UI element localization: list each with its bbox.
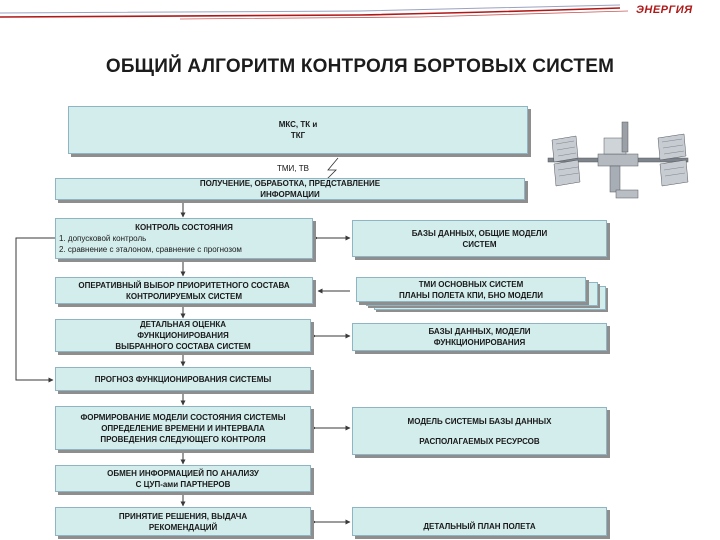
box-control-line3: 2. сравнение с эталоном, сравнение с про… (59, 245, 242, 254)
box-sys-model-line1: МОДЕЛЬ СИСТЕМЫ БАЗЫ ДАННЫХ (407, 416, 552, 426)
box-control-line2: 1. допусковой контроль (59, 234, 147, 243)
arrow-loop-forecast (15, 237, 55, 383)
box-model-line2: ОПРЕДЕЛЕНИЕ ВРЕМЕНИ И ИНТЕРВАЛА (101, 423, 265, 433)
box-model: ФОРМИРОВАНИЕ МОДЕЛИ СОСТОЯНИЯ СИСТЕМЫ ОП… (55, 406, 311, 450)
box-db-models-line1: БАЗЫ ДАННЫХ, ОБЩИЕ МОДЕЛИ (411, 228, 548, 238)
space-station-image (547, 121, 689, 199)
lightning-icon (321, 157, 339, 185)
box-detail: ДЕТАЛЬНАЯ ОЦЕНКА ФУНКЦИОНИРОВАНИЯ ВЫБРАН… (55, 319, 311, 352)
box-detail-line2: ФУНКЦИОНИРОВАНИЯ (137, 331, 229, 340)
box-model-line1: ФОРМИРОВАНИЕ МОДЕЛИ СОСТОЯНИЯ СИСТЕМЫ (80, 412, 286, 422)
box-receive: ПОЛУЧЕНИЕ, ОБРАБОТКА, ПРЕДСТАВЛЕНИЕ ИНФО… (55, 178, 525, 200)
box-db-func: БАЗЫ ДАННЫХ, МОДЕЛИ ФУНКЦИОНИРОВАНИЯ (352, 323, 607, 351)
header-swoosh (0, 4, 629, 20)
box-iss-vehicles: МКС, ТК и ТКГ (68, 106, 528, 154)
box-control: КОНТРОЛЬ СОСТОЯНИЯ 1. допусковой контрол… (55, 218, 313, 259)
box-db-func-line2: ФУНКЦИОНИРОВАНИЯ (433, 338, 526, 347)
box-iss-line1: МКС, ТК и (278, 120, 318, 129)
box-detail-line1: ДЕТАЛЬНАЯ ОЦЕНКА (139, 320, 227, 329)
box-select-line1: ОПЕРАТИВНЫЙ ВЫБОР ПРИОРИТЕТНОГО СОСТАВА (78, 280, 290, 290)
box-exchange-line2: С ЦУП-ами ПАРТНЕРОВ (135, 479, 231, 489)
box-control-line1: КОНТРОЛЬ СОСТОЯНИЯ (135, 223, 233, 232)
box-sys-model: МОДЕЛЬ СИСТЕМЫ БАЗЫ ДАННЫХ РАСПОЛАГАЕМЫХ… (352, 407, 607, 455)
page-title: ОБЩИЙ АЛГОРИТМ КОНТРОЛЯ БОРТОВЫХ СИСТЕМ (105, 56, 615, 77)
box-detail-line3: ВЫБРАННОГО СОСТАВА СИСТЕМ (115, 342, 251, 351)
box-model-line3: ПРОВЕДЕНИЯ СЛЕДУЮЩЕГО КОНТРОЛЯ (100, 434, 266, 444)
box-forecast-line1: ПРОГНОЗ ФУНКЦИОНИРОВАНИЯ СИСТЕМЫ (94, 374, 272, 384)
box-exchange-line1: ОБМЕН ИНФОРМАЦИЕЙ ПО АНАЛИЗУ (107, 468, 259, 478)
header-bar: ЭНЕРГИЯ (0, 0, 720, 24)
box-decision-line1: ПРИНЯТИЕ РЕШЕНИЯ, ВЫДАЧА (118, 511, 248, 521)
box-iss-line2: ТКГ (290, 131, 306, 140)
box-select: ОПЕРАТИВНЫЙ ВЫБОР ПРИОРИТЕТНОГО СОСТАВА … (55, 277, 313, 304)
box-decision: ПРИНЯТИЕ РЕШЕНИЯ, ВЫДАЧА РЕКОМЕНДАЦИЙ (55, 507, 311, 536)
box-exchange: ОБМЕН ИНФОРМАЦИЕЙ ПО АНАЛИЗУ С ЦУП-ами П… (55, 465, 311, 492)
box-sys-model-line2: РАСПОЛАГАЕМЫХ РЕСУРСОВ (419, 436, 540, 446)
box-tmi-plans: ТМИ ОСНОВНЫХ СИСТЕМ ПЛАНЫ ПОЛЕТА КПИ, БН… (356, 277, 586, 302)
box-db-models-line2: СИСТЕМ (462, 239, 497, 249)
box-receive-line1: ПОЛУЧЕНИЕ, ОБРАБОТКА, ПРЕДСТАВЛЕНИЕ (199, 179, 381, 188)
box-tmi-plans-line2: ПЛАНЫ ПОЛЕТА КПИ, БНО МОДЕЛИ (398, 290, 544, 300)
box-flight-plan: ДЕТАЛЬНЫЙ ПЛАН ПОЛЕТА (352, 507, 607, 536)
box-receive-line2: ИНФОРМАЦИИ (260, 190, 320, 199)
box-tmi-plans-line1: ТМИ ОСНОВНЫХ СИСТЕМ (418, 279, 524, 289)
box-decision-line2: РЕКОМЕНДАЦИЙ (148, 522, 218, 532)
box-forecast: ПРОГНОЗ ФУНКЦИОНИРОВАНИЯ СИСТЕМЫ (55, 367, 311, 391)
box-db-models: БАЗЫ ДАННЫХ, ОБЩИЕ МОДЕЛИ СИСТЕМ (352, 220, 607, 257)
tmi-tv-label: ТМИ, ТВ (277, 164, 309, 173)
box-select-line2: КОНТРОЛИРУЕМЫХ СИСТЕМ (126, 291, 242, 301)
energia-logo: ЭНЕРГИЯ (636, 4, 693, 16)
box-db-func-line1: БАЗЫ ДАННЫХ, МОДЕЛИ (428, 327, 531, 336)
box-flight-plan-line1: ДЕТАЛЬНЫЙ ПЛАН ПОЛЕТА (423, 522, 536, 531)
